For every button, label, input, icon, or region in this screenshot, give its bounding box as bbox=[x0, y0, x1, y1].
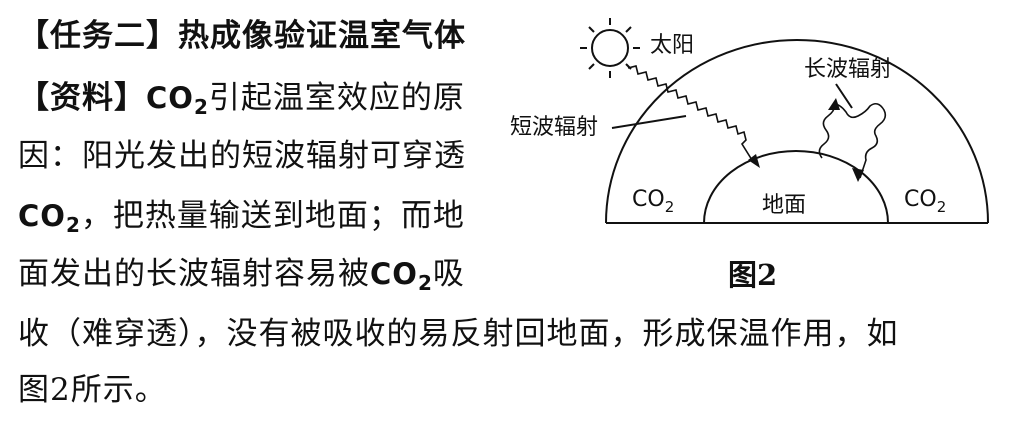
text-line-7: 图2所示。 bbox=[18, 372, 167, 408]
co2-left-label: CO2 bbox=[632, 187, 674, 216]
atmosphere-arc bbox=[605, 39, 989, 224]
text-line-6: 收（难穿透），没有被吸收的易反射回地面，形成保温作用，如 bbox=[18, 316, 899, 352]
text-line-2-rest: 引起温室效应的原 bbox=[208, 80, 465, 116]
shortwave-pointer bbox=[611, 115, 687, 129]
shortwave-ray bbox=[627, 65, 755, 163]
material-bracket: 【资料】 bbox=[18, 80, 146, 116]
longwave-arrowhead-down bbox=[852, 168, 864, 182]
longwave-label: 长波辐射 bbox=[804, 57, 892, 82]
sun-icon bbox=[580, 18, 640, 78]
text-line-2: 【资料】CO2引起温室效应的原 bbox=[18, 78, 465, 127]
greenhouse-diagram: 太阳 长波辐射 短波辐射 地面 CO2 CO2 bbox=[510, 18, 989, 224]
text-line-4-rest: ，把热量输送到地面；而地 bbox=[80, 198, 465, 234]
co2-formula: CO2 bbox=[18, 199, 81, 237]
co2-formula: CO2 bbox=[370, 257, 433, 295]
shortwave-label: 短波辐射 bbox=[510, 115, 598, 140]
text-line-5: 面发出的长波辐射容易被CO2吸 bbox=[18, 254, 465, 303]
co2-formula: CO2 bbox=[146, 81, 209, 119]
ground-label: 地面 bbox=[762, 193, 806, 218]
text-line-4: CO2，把热量输送到地面；而地 bbox=[18, 196, 465, 245]
figure-caption: 图2 bbox=[728, 258, 778, 292]
text-line-5-post: 吸 bbox=[432, 256, 465, 292]
longwave-pointer bbox=[835, 83, 853, 109]
sun-label: 太阳 bbox=[650, 33, 694, 58]
co2-right-label: CO2 bbox=[904, 187, 946, 216]
longwave-arrowhead-up bbox=[828, 98, 840, 110]
longwave-ray bbox=[818, 102, 887, 179]
text-line-5-pre: 面发出的长波辐射容易被 bbox=[18, 256, 370, 292]
task-heading: 【任务二】热成像验证温室气体 bbox=[18, 18, 466, 54]
shortwave-arrowhead bbox=[748, 154, 760, 168]
ground-arc bbox=[703, 150, 889, 224]
text-line-3: 因：阳光发出的短波辐射可穿透 bbox=[18, 138, 466, 174]
